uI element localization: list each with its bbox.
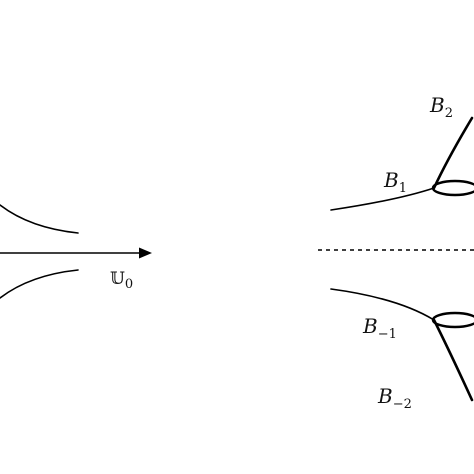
lower-cone-ring bbox=[431, 311, 474, 329]
axis-label-u0: 𝕌0 bbox=[110, 269, 133, 292]
right-upper-curve bbox=[330, 187, 435, 211]
left-lower-cusp-curve bbox=[0, 269, 79, 299]
right-figure: B2 B1 B−1 B−2 bbox=[318, 93, 474, 412]
label-b-minus-2: B−2 bbox=[377, 384, 412, 412]
label-b-minus-1: B−1 bbox=[362, 314, 397, 342]
right-lower-curve bbox=[330, 288, 435, 321]
label-b2: B2 bbox=[429, 93, 453, 121]
left-figure: 𝕌0 bbox=[0, 204, 152, 299]
right-lower-cone bbox=[432, 318, 474, 402]
right-upper-cone bbox=[432, 116, 474, 190]
label-b1: B1 bbox=[383, 168, 407, 196]
left-upper-cusp-curve bbox=[0, 204, 79, 234]
left-axis-arrowhead bbox=[139, 247, 152, 259]
upper-cone-ring bbox=[431, 179, 474, 197]
